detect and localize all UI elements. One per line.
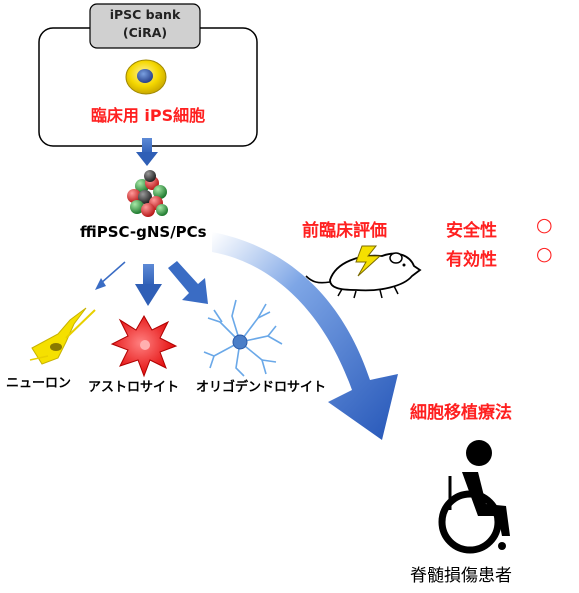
criterion-efficacy-label: 有効性 [446,250,497,270]
ips-cell-icon [125,59,167,95]
criterion-safety-label: 安全性 [446,221,497,241]
neuron-icon [29,307,96,365]
neurosphere-icon [127,170,168,217]
oligodendrocyte-icon [203,299,283,377]
lightning-icon [355,245,382,277]
cell-type-label: ffiPSC-gNS/PCs [80,223,207,241]
therapy-label: 細胞移植療法 [410,403,512,423]
bank-title-line2: (CiRA) [122,25,168,40]
differentiation-arrows [95,261,208,306]
criterion-efficacy-mark: ○ [536,243,553,265]
patient-label: 脊髄損傷患者 [410,566,512,586]
down-arrow-icon [136,138,158,166]
preclinical-title: 前臨床評価 [302,221,387,241]
neuron-label: ニューロン [6,376,72,391]
transplant-arrow [212,232,398,440]
oligodendrocyte-label: オリゴデンドロサイト [196,380,327,395]
mouse-icon [305,252,422,299]
astrocyte-icon [110,314,178,378]
bank-title-box [89,3,201,49]
bank-title-line1: iPSC bank [109,7,181,22]
wheelchair-patient-icon [438,440,510,554]
oligodendrocyte-nucleus [232,334,248,350]
astrocyte-label: アストロサイト [88,380,180,395]
criterion-safety-mark: ○ [536,214,553,236]
clinical-ips-label: 臨床用 iPS細胞 [90,106,206,125]
